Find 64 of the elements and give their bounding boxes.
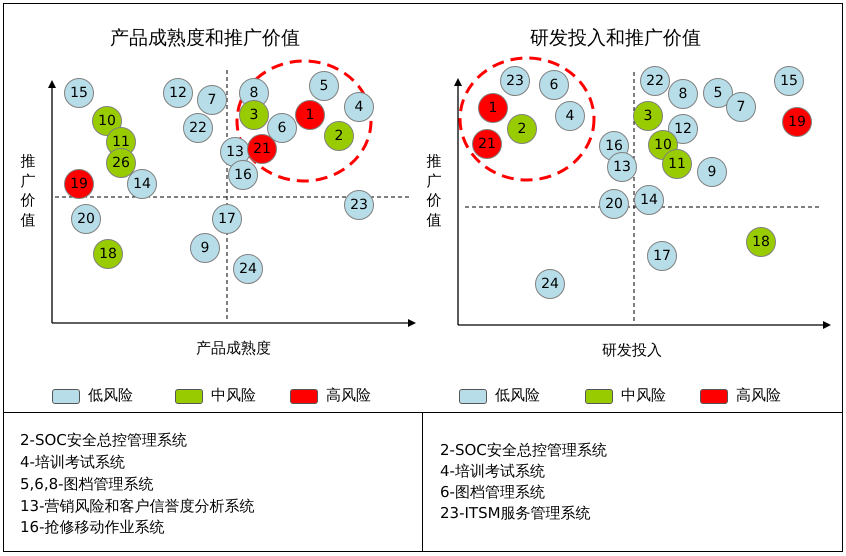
risk-bubble: 23 bbox=[500, 66, 530, 96]
system-note: 16-抢修移动作业系统 bbox=[20, 518, 164, 536]
legend-label: 低风险 bbox=[495, 386, 540, 404]
risk-bubble: 19 bbox=[782, 107, 812, 137]
risk-bubble: 18 bbox=[93, 239, 123, 269]
risk-bubble: 7 bbox=[726, 92, 756, 122]
risk-bubble: 18 bbox=[746, 227, 776, 257]
legend-label: 高风险 bbox=[326, 386, 371, 404]
risk-bubble: 9 bbox=[190, 233, 220, 263]
risk-bubble: 8 bbox=[668, 79, 698, 109]
risk-bubble: 3 bbox=[239, 100, 269, 130]
risk-bubble: 16 bbox=[228, 160, 258, 190]
risk-bubble: 22 bbox=[640, 66, 670, 96]
system-note: 2-SOC安全总控管理系统 bbox=[440, 441, 607, 459]
legend-label: 高风险 bbox=[736, 386, 781, 404]
risk-bubble: 5 bbox=[309, 71, 339, 101]
risk-bubble: 4 bbox=[344, 92, 374, 122]
risk-bubble: 21 bbox=[472, 129, 502, 159]
risk-bubble: 24 bbox=[233, 254, 263, 284]
risk-bubble: 4 bbox=[555, 101, 585, 131]
risk-bubble: 15 bbox=[774, 66, 804, 96]
risk-bubble: 1 bbox=[478, 93, 508, 123]
risk-bubble: 15 bbox=[64, 78, 94, 108]
legend-label: 中风险 bbox=[621, 386, 666, 404]
risk-bubble: 22 bbox=[183, 113, 213, 143]
axis-label: 推广价值 bbox=[20, 152, 36, 230]
risk-bubble: 2 bbox=[324, 121, 354, 151]
system-note: 4-培训考试系统 bbox=[440, 462, 545, 480]
system-note: 6-图档管理系统 bbox=[440, 483, 545, 501]
axis-label: 产品成熟度 bbox=[196, 339, 271, 357]
risk-bubble: 10 bbox=[92, 106, 122, 136]
risk-bubble: 23 bbox=[344, 190, 374, 220]
risk-bubble: 21 bbox=[247, 134, 277, 164]
risk-bubble: 2 bbox=[507, 114, 537, 144]
risk-bubble: 11 bbox=[662, 149, 692, 179]
risk-bubble: 26 bbox=[106, 148, 136, 178]
system-note: 23-ITSM服务管理系统 bbox=[440, 504, 591, 522]
risk-bubble: 19 bbox=[64, 169, 94, 199]
axis-label: 研发投入 bbox=[602, 341, 662, 359]
axis-label: 推广价值 bbox=[426, 152, 442, 230]
system-note: 5,6,8-图档管理系统 bbox=[20, 475, 154, 493]
risk-bubble: 6 bbox=[539, 70, 569, 100]
chart-title: 研发投入和推广价值 bbox=[530, 27, 701, 50]
legend-label: 低风险 bbox=[88, 386, 133, 404]
risk-bubble: 9 bbox=[697, 157, 727, 187]
risk-bubble: 5 bbox=[703, 78, 733, 108]
risk-bubble: 20 bbox=[71, 204, 101, 234]
risk-bubble: 12 bbox=[163, 78, 193, 108]
risk-bubble: 13 bbox=[607, 152, 637, 182]
risk-bubble: 1 bbox=[295, 100, 325, 130]
risk-bubble: 17 bbox=[647, 241, 677, 271]
risk-bubble: 20 bbox=[599, 189, 629, 219]
risk-bubble: 3 bbox=[633, 101, 663, 131]
risk-bubble: 14 bbox=[127, 169, 157, 199]
legend-label: 中风险 bbox=[211, 386, 256, 404]
risk-bubble: 6 bbox=[267, 113, 297, 143]
risk-bubble: 7 bbox=[197, 85, 227, 115]
risk-bubble: 17 bbox=[212, 204, 242, 234]
risk-bubble: 14 bbox=[634, 185, 664, 215]
system-note: 4-培训考试系统 bbox=[20, 453, 125, 471]
system-note: 2-SOC安全总控管理系统 bbox=[20, 431, 187, 449]
risk-bubble: 24 bbox=[535, 269, 565, 299]
chart-title: 产品成熟度和推广价值 bbox=[110, 27, 300, 50]
system-note: 13-营销风险和客户信誉度分析系统 bbox=[20, 497, 254, 515]
